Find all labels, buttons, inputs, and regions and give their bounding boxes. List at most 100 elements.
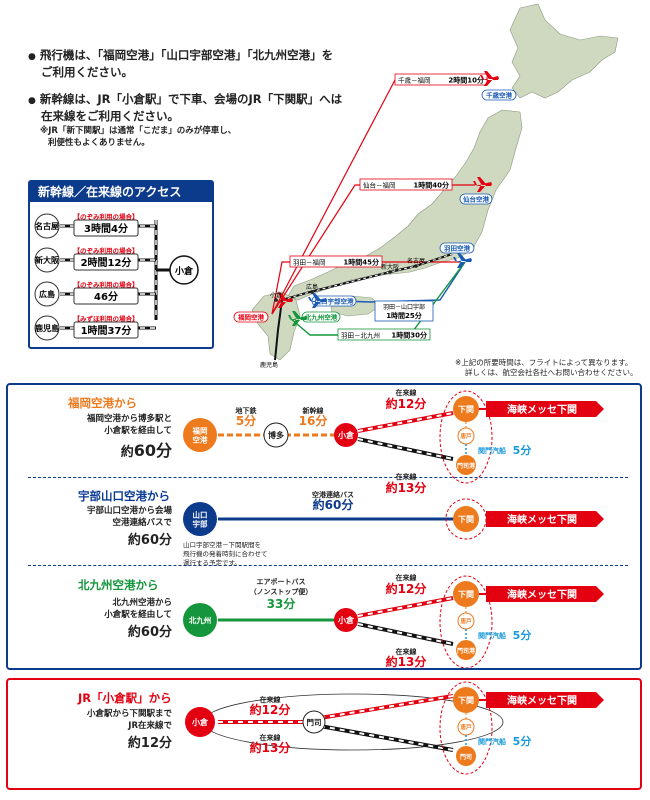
kokura-lower-mode: 在来線	[260, 733, 281, 742]
kitakyushu-end-ferry-label: 関門汽船	[478, 631, 506, 640]
origin-node	[34, 213, 60, 239]
fukuoka-desc1: 福岡空港から博多駅と	[86, 414, 172, 424]
city-osaka-label: 新大阪	[381, 263, 399, 271]
flight-chitose-route: 千歳－福岡	[398, 76, 431, 85]
kokura-lower-time: 約13分	[250, 740, 291, 755]
access-destination: 小倉	[174, 265, 194, 277]
plane-fukuoka-icon	[274, 293, 293, 308]
kitakyushu-bus-time: 33分	[267, 596, 296, 611]
airport-kitakyushu-label: 北九州空港	[305, 313, 338, 322]
flight-yamaguchi-box	[374, 300, 434, 322]
fukuoka-desc: 福岡空港から博多駅と 小倉駅を経由して	[48, 413, 172, 437]
kitakyushu-upper-time: 約12分	[386, 581, 427, 596]
time-box	[73, 287, 139, 305]
kokura-desc: 小倉駅から下関駅まで JR在来線で	[48, 708, 172, 732]
kokura-end-kaikyo-label: 海峡メッセ下関	[507, 694, 577, 707]
honshu-shape	[287, 109, 523, 301]
kokura-start-node-label: 小倉	[191, 717, 209, 727]
yamaguchi-desc: 宇部山口空港から会場 空港連絡バスで	[48, 505, 172, 529]
fukuoka-end-shimonoseki-node	[453, 396, 479, 422]
airport-haneda-label: 羽田空港	[444, 244, 471, 253]
kokura-end-ferry-label: 関門汽船	[478, 737, 506, 746]
map-note-line2: 詳しくは、航空会社各社へお問い合わせください。	[465, 368, 638, 377]
fukuoka-total-value: 60分	[133, 441, 172, 460]
fukuoka-seg2-time: 16分	[299, 413, 328, 428]
origin-label: 広島	[39, 289, 55, 299]
train-tag: 【のぞみ利用の場合】	[74, 280, 139, 289]
fukuoka-upper-time: 約12分	[386, 396, 427, 411]
yamaguchi-desc1: 宇部山口空港から会場	[86, 506, 172, 516]
train-tag: 【のぞみ利用の場合】	[74, 246, 139, 255]
kokura-end-shimonoseki-node-label: 下関	[458, 695, 474, 705]
kitakyushu-lower-mode: 在来線	[396, 647, 417, 656]
kokura-moji-node	[302, 710, 326, 734]
divider	[28, 477, 628, 478]
yamaguchi-airport-node-label: 山口	[193, 510, 208, 520]
kokura-lower-rail-dash	[319, 725, 454, 751]
fukuoka-lower-time: 約13分	[386, 480, 427, 495]
airport-chitose-pill	[481, 89, 517, 101]
fukuoka-desc2: 小倉駅を経由して	[104, 426, 172, 436]
yamaguchi-shimonoseki-node-label: 下関	[458, 514, 474, 524]
airport-fukuoka-label: 福岡空港	[237, 313, 265, 322]
fukuoka-end-ferry-label: 関門汽船	[478, 446, 506, 455]
fukuoka-hakata-node	[263, 422, 289, 448]
intro-air-line1: 飛行機は、「福岡空港」「山口宇部空港」「北九州空港」を	[39, 48, 334, 62]
flight-chitose-time: 2時間10分	[448, 76, 484, 85]
yamaguchi-desc2: 空港連絡バスで	[112, 518, 172, 528]
map-note: ※上記の所要時間は、フライトによって異なります。 詳しくは、航空会社各社へお問い…	[455, 358, 638, 378]
kokura-end-zone	[439, 681, 493, 775]
fukuoka-airport-node-label: 空港	[193, 435, 208, 445]
tag-bg	[70, 246, 142, 254]
access-title: 新幹線／在来線のアクセス	[30, 182, 212, 202]
kitakyushu-kokura-node	[334, 608, 358, 632]
fukuoka-end-karato-label: 唐戸	[459, 432, 472, 440]
origin-label: 新大阪	[35, 255, 60, 265]
fukuoka-end-zone	[439, 390, 493, 484]
city-kagoshima-label: 鹿児島	[260, 361, 278, 369]
city-nagoya-dot	[414, 264, 418, 268]
kitakyushu-total: 約60分	[127, 625, 172, 640]
flight-sendai-route: 仙台－福岡	[363, 181, 396, 190]
kokura-end-kaikyo-banner	[486, 692, 604, 708]
airport-routes-diagram: 地下鉄5分新幹線16分福岡空港博多小倉在来線約12分在来線約13分下関唐戸門司港…	[183, 388, 604, 668]
airport-sendai-label: 仙台空港	[463, 195, 490, 204]
tag-bg	[70, 212, 142, 220]
fukuoka-seg1-mode: 地下鉄	[236, 406, 258, 415]
kitakyushu-end-kaikyo-banner	[486, 586, 604, 602]
city-kokura-label: 小倉	[270, 291, 282, 299]
origin-node	[34, 247, 60, 273]
kokura-upper-mode: 在来線	[260, 695, 281, 704]
kokura-node	[169, 255, 199, 285]
kokura-start-node	[185, 707, 215, 737]
fukuoka-kokura-node	[334, 423, 358, 447]
fukuoka-end-shimonoseki-node-label: 下関	[458, 404, 474, 414]
airport-chitose-label: 千歳空港	[486, 91, 513, 100]
kitakyushu-end-ferry-time: 5分	[513, 628, 532, 642]
fukuoka-end-moji-node	[456, 455, 476, 475]
kitakyushu-desc2: 小倉駅を経由して	[104, 610, 172, 620]
kitakyushu-title: 北九州空港から	[78, 578, 159, 592]
origin-label: 鹿児島	[35, 323, 59, 333]
airport-yamaguchi-label: 山口宇部空港	[315, 297, 355, 306]
fukuoka-end-kaikyo-banner	[486, 401, 604, 417]
yamaguchi-bus-mode: 空港連絡バス	[312, 490, 354, 499]
city-kokura-dot	[274, 298, 278, 302]
bullet-icon: ●	[28, 52, 36, 62]
travel-time: 3時間4分	[84, 222, 128, 235]
plane-yamaguchi-icon	[308, 293, 327, 308]
intro-shinkansen-line2: 在来線をご利用ください。	[41, 109, 179, 123]
divider	[28, 565, 628, 566]
city-hiroshima-label: 広島	[306, 283, 318, 291]
intro-air-line2: ご利用ください。	[41, 65, 133, 79]
flight-haneda-route: 羽田－福岡	[293, 258, 326, 267]
route-haneda	[271, 261, 460, 315]
kokura-upper-time: 約12分	[250, 702, 291, 717]
yamaguchi-bus-time: 約60分	[313, 497, 354, 512]
kokura-end-ferry-time: 5分	[513, 734, 532, 748]
flight-kitakyushu-route: 羽田－北九州	[341, 331, 380, 340]
intro-note: ※JR「新下関駅」は通常「こだま」のみが停車し、 利便性もよくありません。	[40, 125, 236, 149]
time-box	[73, 219, 139, 237]
intro-shinkansen: ●新幹線は、JR「小倉駅」で下車、会場のJR「下関駅」へは 在来線をご利用くださ…	[28, 92, 342, 124]
